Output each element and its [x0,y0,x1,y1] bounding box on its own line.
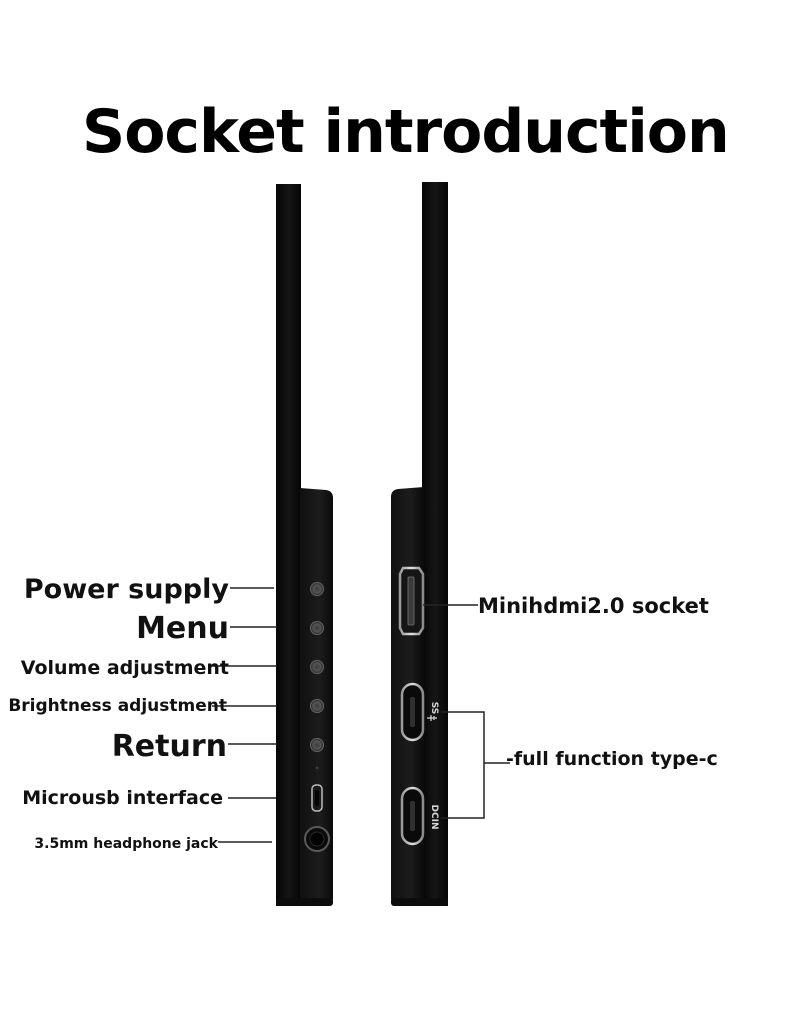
left-panel-edge [276,184,301,906]
typec-port-dcin-tongue [410,801,415,831]
label-power-supply: Power supply [23,574,229,605]
right-panel-edge [422,182,448,906]
power-button[interactable] [310,582,324,596]
indicator-dot [315,766,319,770]
right-bottom-cap [391,898,448,906]
label-full-function-typec: -full function type-c [506,748,718,770]
leader-typec-bracket [441,711,485,819]
label-return: Return [111,729,227,764]
label-microusb-interface: Microusb interface [22,787,223,809]
microusb-port-inner [315,790,319,806]
left-base-body [300,488,333,905]
label-menu: Menu [136,611,229,646]
label-brightness-adjustment: Brightness adjustment [8,696,227,716]
usb-trident-icon [427,715,437,721]
volume-button[interactable] [310,660,324,674]
leader-lines [212,587,510,843]
ss-marking: SS [429,702,439,715]
headphone-jack-inner [309,831,325,847]
menu-button[interactable] [310,621,324,635]
label-headphone-jack: 3.5mm headphone jack [34,836,218,852]
brightness-button[interactable] [310,699,324,713]
left-side-view [276,184,333,906]
return-button[interactable] [310,738,324,752]
right-side-view: SS DCIN [391,182,448,906]
page-title: Socket introduction [82,97,730,167]
typec-port-ss-tongue [410,697,415,727]
label-volume-adjustment: Volume adjustment [20,657,229,679]
minihdmi-port-pins [407,576,415,626]
left-bottom-cap [276,898,333,906]
label-minihdmi-socket: Minihdmi2.0 socket [478,594,709,618]
dcin-marking: DCIN [429,805,439,830]
